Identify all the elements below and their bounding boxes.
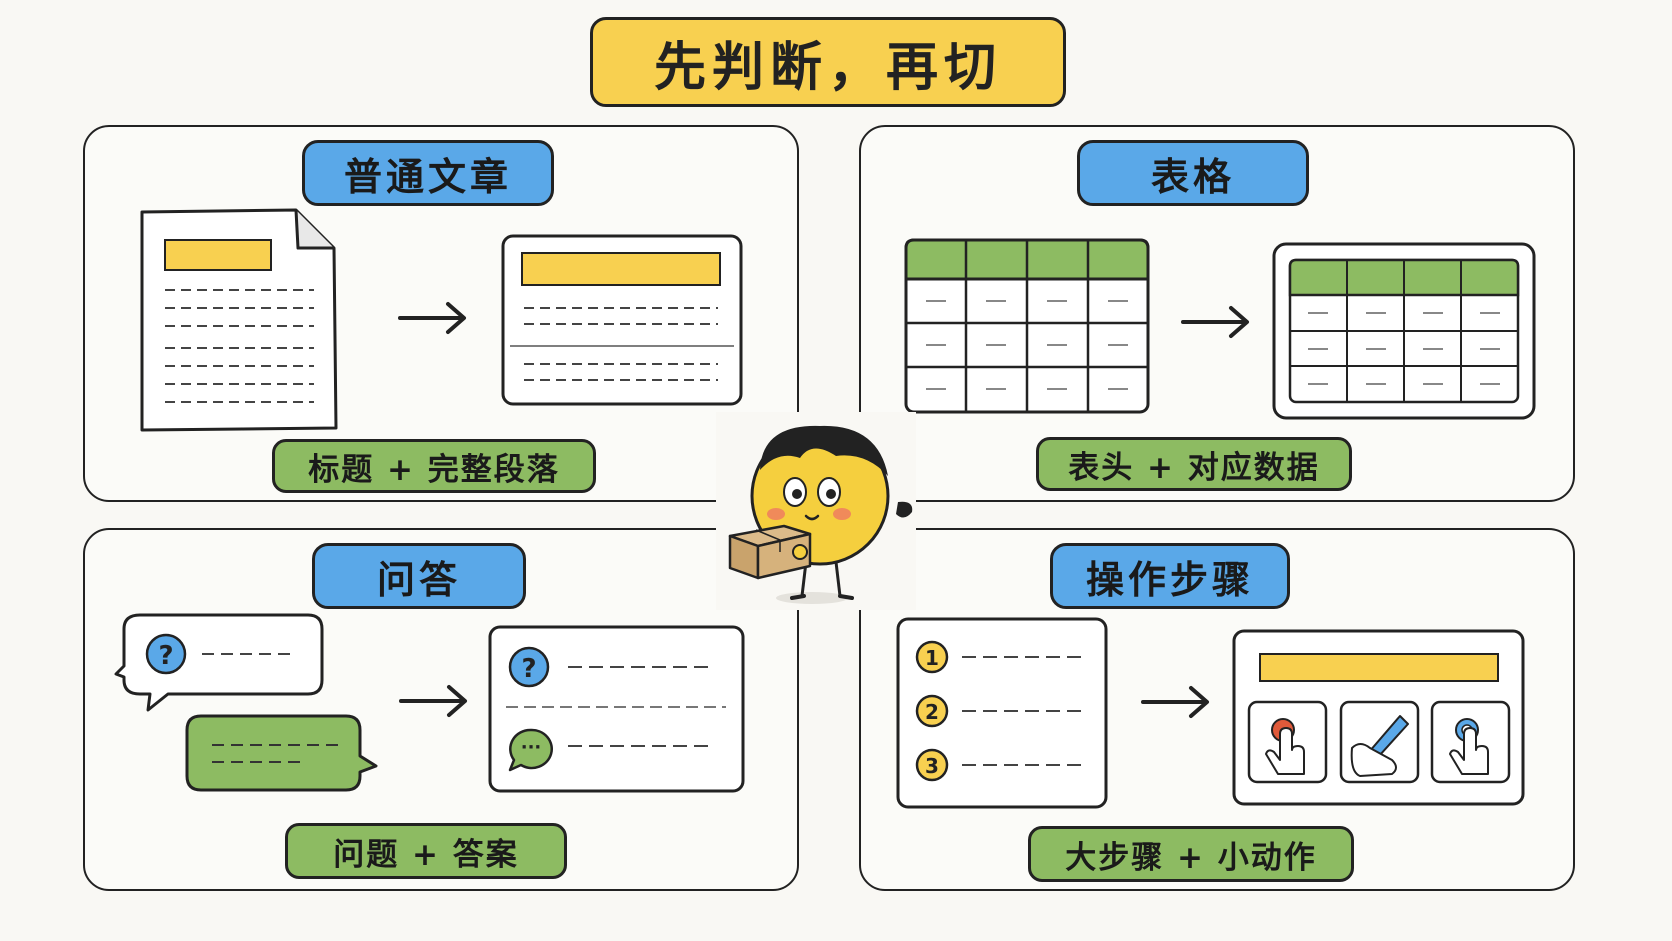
pen-icon <box>1350 715 1409 777</box>
table-icon <box>904 238 1150 414</box>
result-article: 标题 + 完整段落 <box>272 439 596 493</box>
svg-text:2: 2 <box>925 700 939 724</box>
svg-text:···: ··· <box>521 737 542 758</box>
document-icon <box>140 208 338 432</box>
arrow-icon <box>398 302 466 334</box>
chat-icon: ··· <box>508 728 554 772</box>
box-icon <box>728 524 812 580</box>
article-chunk <box>501 234 743 406</box>
question-icon <box>145 633 187 675</box>
arrow-icon <box>399 685 467 717</box>
step-number-icon <box>915 748 949 782</box>
steps-list: 1 2 3 <box>896 617 1108 809</box>
tap-icon <box>1449 718 1489 775</box>
table-chunk <box>1272 242 1536 420</box>
page-title: 先判断，再切 <box>590 17 1066 107</box>
category-article: 普通文章 <box>302 140 554 206</box>
svg-text:?: ? <box>521 654 536 684</box>
question-bubble: ? <box>114 613 324 712</box>
step-number-icon <box>915 640 949 674</box>
category-table: 表格 <box>1077 140 1309 206</box>
step-number-icon <box>915 694 949 728</box>
arrow-icon <box>1141 686 1209 718</box>
tap-icon <box>1265 718 1305 775</box>
answer-bubble <box>185 714 378 792</box>
result-steps: 大步骤 + 小动作 <box>1028 826 1354 882</box>
qa-chunk: ? ··· <box>488 625 745 793</box>
svg-text:1: 1 <box>925 646 939 670</box>
steps-chunk <box>1232 629 1525 806</box>
svg-text:?: ? <box>158 641 173 671</box>
result-qa: 问题 + 答案 <box>285 823 567 879</box>
svg-text:3: 3 <box>925 754 939 778</box>
category-steps: 操作步骤 <box>1050 543 1290 609</box>
mascot-icon <box>716 412 916 610</box>
result-table: 表头 + 对应数据 <box>1036 437 1352 491</box>
question-icon <box>508 646 550 688</box>
category-qa: 问答 <box>312 543 526 609</box>
arrow-icon <box>1181 306 1249 338</box>
